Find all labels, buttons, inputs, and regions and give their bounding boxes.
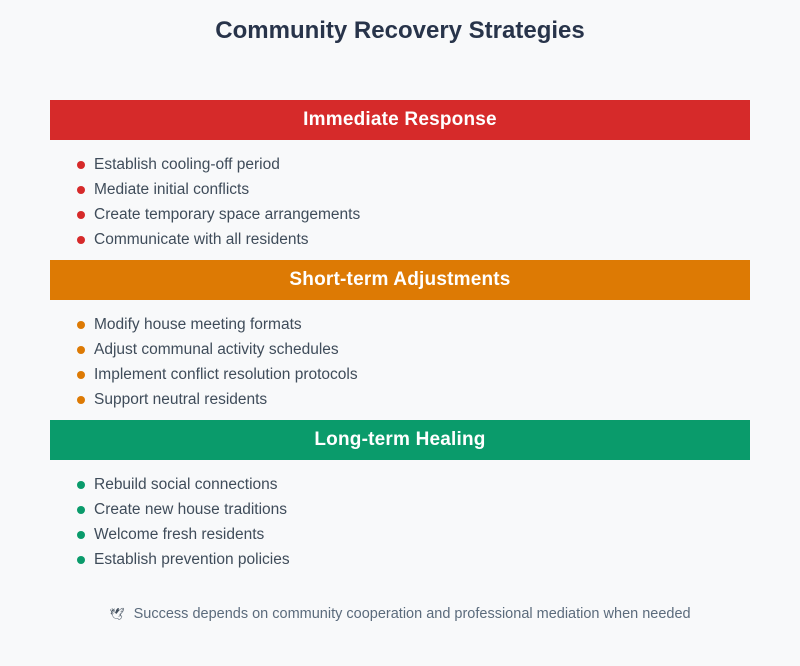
bullet-icon [77, 160, 85, 169]
page-title: Community Recovery Strategies [215, 17, 585, 44]
list-item-label: Mediate initial conflicts [94, 180, 250, 198]
list-item-label: Support neutral residents [94, 390, 268, 408]
bullet-icon [77, 320, 85, 329]
section-short-term-adjustments: Short-term Adjustments Modify house meet… [50, 260, 750, 420]
list-item: Support neutral residents [50, 387, 750, 412]
list-item-label: Rebuild social connections [94, 475, 278, 493]
list-item: Mediate initial conflicts [50, 177, 750, 202]
list-item: Adjust communal activity schedules [50, 337, 750, 362]
list-item: Rebuild social connections [50, 472, 750, 497]
list-item: Create temporary space arrangements [50, 202, 750, 227]
list-item: Establish cooling-off period [50, 152, 750, 177]
sections-container: Immediate Response Establish cooling-off… [50, 100, 750, 580]
list-item-label: Welcome fresh residents [94, 525, 265, 543]
list-item-label: Implement conflict resolution protocols [94, 365, 358, 383]
bullet-icon [77, 395, 85, 404]
list-item: Communicate with all residents [50, 227, 750, 252]
list-item: Modify house meeting formats [50, 312, 750, 337]
section-header-short-term-adjustments: Short-term Adjustments [50, 260, 750, 300]
bullet-icon [77, 530, 85, 539]
short-term-adjustments-list: Modify house meeting formats Adjust comm… [50, 300, 750, 420]
bullet-icon [77, 210, 85, 219]
immediate-response-list: Establish cooling-off period Mediate ini… [50, 140, 750, 260]
list-item-label: Create new house traditions [94, 500, 288, 518]
bullet-icon [77, 235, 85, 244]
bullet-icon [77, 505, 85, 514]
section-immediate-response: Immediate Response Establish cooling-off… [50, 100, 750, 260]
list-item: Create new house traditions [50, 497, 750, 522]
list-item: Implement conflict resolution protocols [50, 362, 750, 387]
list-item-label: Establish cooling-off period [94, 155, 280, 173]
footer-note: 🕊 Success depends on community cooperati… [0, 606, 800, 622]
list-item-label: Adjust communal activity schedules [94, 340, 339, 358]
section-header-long-term-healing: Long-term Healing [50, 420, 750, 460]
bullet-icon [77, 185, 85, 194]
bullet-icon [77, 480, 85, 489]
long-term-healing-list: Rebuild social connections Create new ho… [50, 460, 750, 580]
list-item-label: Communicate with all residents [94, 230, 309, 248]
section-long-term-healing: Long-term Healing Rebuild social connect… [50, 420, 750, 580]
list-item-label: Modify house meeting formats [94, 315, 302, 333]
bullet-icon [77, 555, 85, 564]
bullet-icon [77, 345, 85, 354]
footer-text: Success depends on community cooperation… [133, 606, 691, 622]
dove-icon: 🕊 [109, 607, 125, 621]
list-item: Establish prevention policies [50, 547, 750, 572]
bullet-icon [77, 370, 85, 379]
list-item: Welcome fresh residents [50, 522, 750, 547]
list-item-label: Create temporary space arrangements [94, 205, 361, 223]
section-header-immediate-response: Immediate Response [50, 100, 750, 140]
list-item-label: Establish prevention policies [94, 550, 290, 568]
